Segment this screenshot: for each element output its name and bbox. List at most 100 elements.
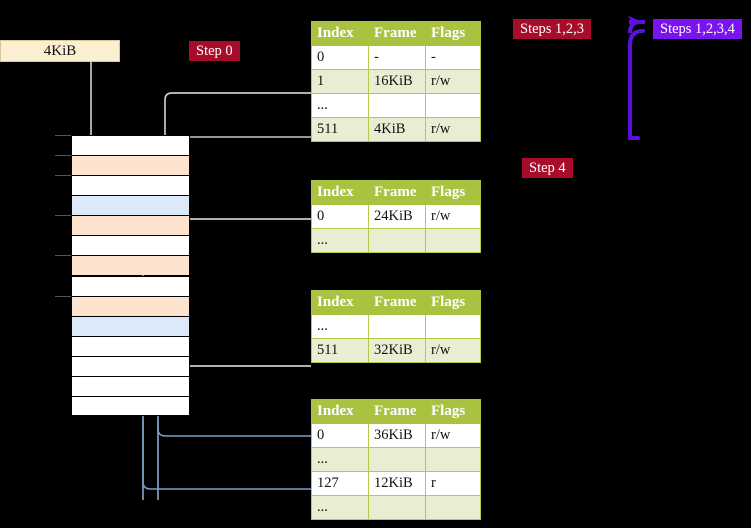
column-header-frame: Frame [368, 180, 426, 205]
line-pt-row127-to-blue-spine [142, 420, 311, 490]
memory-frame-tick [55, 255, 71, 257]
table-row[interactable]: 0-- [311, 45, 481, 70]
purple-arrow-elbow [628, 20, 641, 34]
memory-frame[interactable] [71, 335, 190, 356]
cell-index: 127 [311, 471, 369, 496]
memory-frame-tick [55, 155, 71, 157]
memory-frame[interactable] [71, 255, 190, 276]
column-header-flags: Flags [425, 290, 481, 315]
column-header-frame: Frame [368, 399, 426, 424]
cell-frame: 36KiB [368, 423, 426, 448]
memory-frame-tick [55, 295, 71, 297]
memory-frame[interactable] [71, 395, 190, 416]
arrow-pdp-row0-to-memory [172, 218, 311, 262]
memory-frame[interactable] [71, 175, 190, 196]
cell-flags: r/w [425, 117, 481, 142]
cell-index: ... [311, 93, 369, 118]
cell-flags: r/w [425, 338, 481, 363]
cell-flags [425, 495, 481, 520]
badge-steps-123: Steps 1,2,3 [513, 19, 592, 39]
memory-frame[interactable] [71, 195, 190, 216]
table-row[interactable]: ... [311, 228, 481, 253]
cell-index: ... [311, 495, 369, 520]
column-header-frame: Frame [368, 21, 426, 46]
badge-step-0-label: Step 0 [196, 43, 233, 59]
memory-frame[interactable] [71, 135, 190, 156]
memory-frame[interactable] [71, 235, 190, 256]
cell-frame [368, 447, 426, 472]
memory-frame[interactable] [71, 215, 190, 236]
cell-frame: 24KiB [368, 204, 426, 229]
size-box-4kib: 4KiB [0, 40, 120, 62]
table-row[interactable]: ... [311, 93, 481, 118]
cell-index: 0 [311, 204, 369, 229]
memory-column [71, 135, 190, 416]
memory-frame-tick [55, 175, 71, 177]
cell-frame: 12KiB [368, 471, 426, 496]
badge-steps-123-label: Steps 1,2,3 [520, 21, 585, 37]
badge-step-4: Step 4 [522, 158, 573, 178]
cell-flags [425, 228, 481, 253]
cell-index: ... [311, 314, 369, 339]
cell-frame: - [368, 45, 426, 70]
memory-frame[interactable] [71, 315, 190, 336]
badge-step-0: Step 0 [189, 41, 240, 61]
cell-frame [368, 228, 426, 253]
memory-frame[interactable] [71, 295, 190, 316]
table-row[interactable]: ... [311, 314, 481, 339]
purple-bracket-lower [628, 126, 640, 140]
column-header-flags: Flags [425, 21, 481, 46]
cell-index: 1 [311, 69, 369, 94]
cell-flags [425, 93, 481, 118]
cell-index: ... [311, 447, 369, 472]
column-header-flags: Flags [425, 399, 481, 424]
column-header-index: Index [311, 399, 369, 424]
badge-step-4-label: Step 4 [529, 160, 566, 176]
cell-flags: r/w [425, 423, 481, 448]
memory-frame-tick [55, 215, 71, 217]
cell-flags: r/w [425, 204, 481, 229]
cell-index: 0 [311, 45, 369, 70]
memory-frame[interactable] [71, 375, 190, 396]
cell-index: 0 [311, 423, 369, 448]
cell-frame: 4KiB [368, 117, 426, 142]
memory-frame[interactable] [71, 275, 190, 296]
badge-steps-1234: Steps 1,2,3,4 [653, 19, 742, 39]
column-header-index: Index [311, 180, 369, 205]
cell-index: ... [311, 228, 369, 253]
column-header-index: Index [311, 290, 369, 315]
cell-frame [368, 93, 426, 118]
column-header-flags: Flags [425, 180, 481, 205]
cell-frame: 32KiB [368, 338, 426, 363]
table-row[interactable]: ... [311, 495, 481, 520]
column-header-frame: Frame [368, 290, 426, 315]
badge-steps-1234-label: Steps 1,2,3,4 [660, 21, 735, 37]
cell-index: 511 [311, 117, 369, 142]
memory-frame[interactable] [71, 355, 190, 376]
cell-frame [368, 314, 426, 339]
cell-flags: r/w [425, 69, 481, 94]
cell-frame [368, 495, 426, 520]
arrow-pd-row511-to-memory [166, 298, 311, 367]
column-header-index: Index [311, 21, 369, 46]
cell-index: 511 [311, 338, 369, 363]
memory-frame[interactable] [71, 155, 190, 176]
table-row[interactable]: ... [311, 447, 481, 472]
cell-flags: - [425, 45, 481, 70]
purple-bracket-upper [628, 29, 645, 140]
